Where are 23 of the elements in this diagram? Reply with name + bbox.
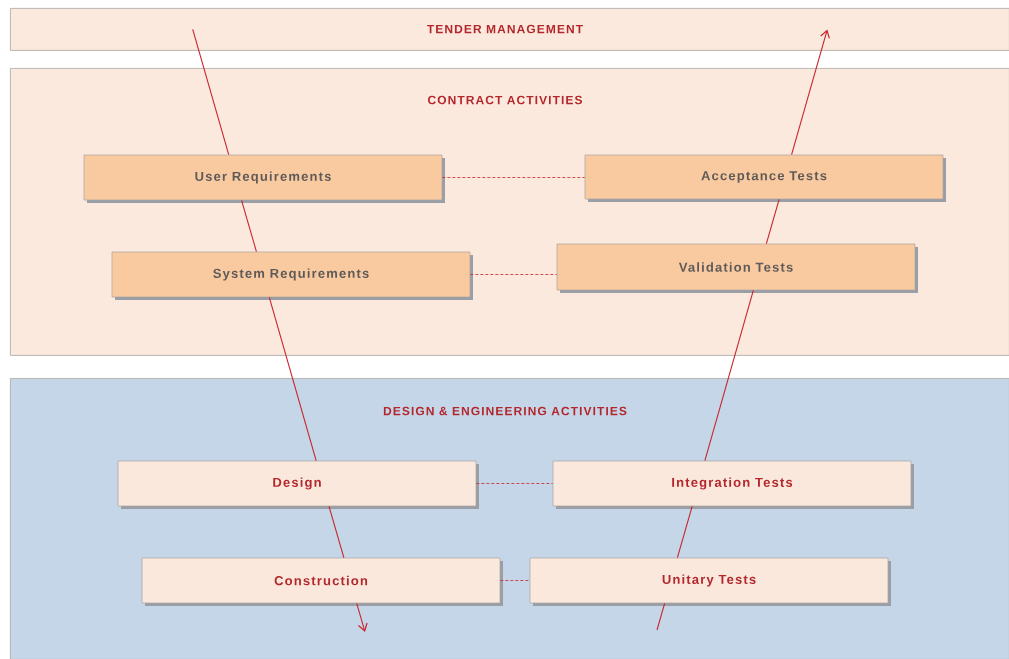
connector-line — [676, 505, 693, 559]
process-box: Validation Tests — [556, 243, 918, 293]
connector-line — [475, 483, 554, 484]
connector-line — [765, 198, 780, 245]
connector-line — [499, 580, 531, 581]
process-box: Unitary Tests — [529, 557, 891, 606]
connector-line — [268, 296, 317, 462]
connector-line — [704, 289, 754, 462]
connector-line — [192, 28, 230, 156]
arrow — [356, 602, 368, 632]
band: TENDER MANAGEMENT — [10, 8, 1009, 51]
connector-line — [656, 602, 666, 631]
arrow — [791, 29, 830, 156]
process-box: Construction — [141, 557, 503, 606]
connector-line — [241, 199, 257, 253]
process-box: User Requirements — [83, 154, 445, 203]
connector-line — [469, 274, 558, 275]
process-box: Acceptance Tests — [584, 154, 946, 202]
process-box: Integration Tests — [552, 460, 914, 509]
connector-line — [328, 505, 345, 559]
process-box: System Requirements — [111, 251, 473, 300]
process-box: Design — [117, 460, 479, 509]
connector-line — [441, 177, 586, 178]
